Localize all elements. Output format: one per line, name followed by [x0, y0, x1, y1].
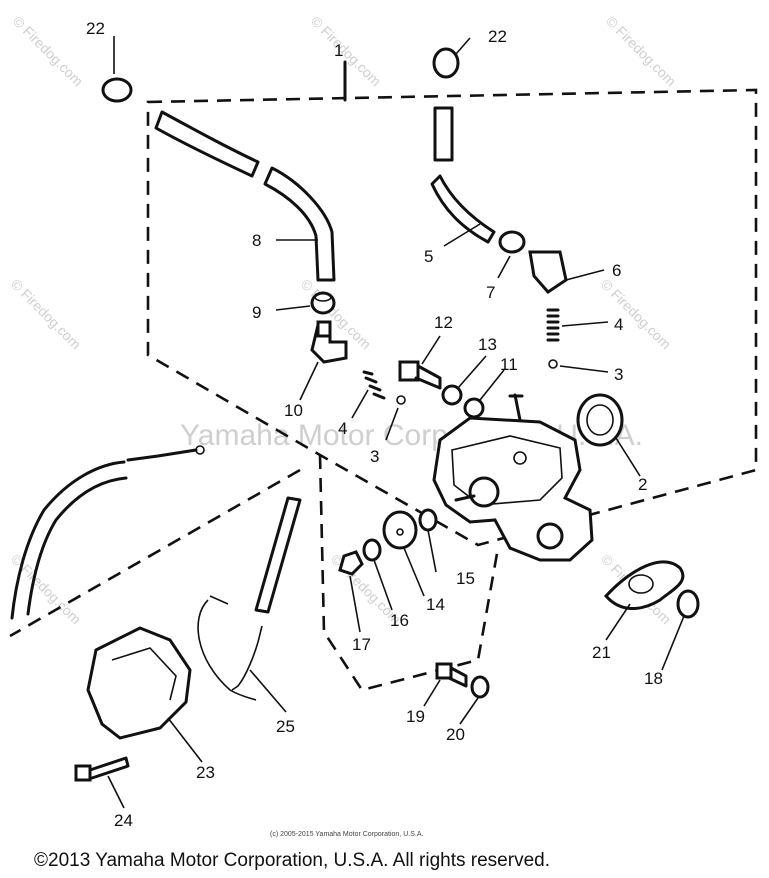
callout-21: 21	[592, 643, 611, 662]
hose-right	[430, 47, 568, 294]
callout-7: 7	[486, 283, 495, 302]
callout-5: 5	[424, 247, 433, 266]
seal-18	[676, 589, 700, 619]
callout-17: 17	[352, 635, 371, 654]
callout-8: 8	[252, 231, 261, 250]
bolt-24	[74, 756, 130, 782]
callout-22: 22	[86, 19, 105, 38]
callout-3: 3	[370, 447, 379, 466]
elbow-6	[528, 250, 568, 294]
callout-18: 18	[644, 669, 663, 688]
washer-11	[463, 397, 485, 419]
joint-9	[310, 291, 336, 315]
callout-9: 9	[252, 303, 261, 322]
watermark-text: © Firedog.com	[8, 551, 84, 627]
callout-12: 12	[434, 313, 453, 332]
assembly-outline	[9, 60, 758, 692]
callout-14: 14	[426, 595, 445, 614]
watermark-text: © Firedog.com	[8, 276, 84, 352]
copyright-notice: ©2013 Yamaha Motor Corporation, U.S.A. A…	[34, 850, 550, 871]
callout-labels: 1 2 3 3 4 4 5 6 7 8 9 10 11 12 13 14 15 …	[86, 19, 663, 830]
washer-15	[418, 508, 438, 532]
cable-left	[10, 445, 205, 620]
callout-1: 1	[334, 41, 343, 60]
disc-14	[382, 510, 418, 550]
small-copyright: (c) 2005-2015 Yamaha Motor Corporation, …	[270, 831, 423, 838]
pump-body	[432, 393, 594, 562]
hose-left	[154, 110, 336, 282]
cap-22-left	[101, 77, 133, 103]
washer-20	[470, 675, 490, 699]
callout-23: 23	[196, 763, 215, 782]
callout-10: 10	[284, 401, 303, 420]
cap-22-right	[432, 47, 460, 79]
joint-7	[498, 230, 526, 254]
callout-6: 6	[612, 261, 621, 280]
callout-4: 4	[614, 315, 623, 334]
washer-16	[362, 538, 382, 562]
springs	[362, 308, 560, 405]
callout-19: 19	[406, 707, 425, 726]
callout-16: 16	[390, 611, 409, 630]
watermark-text: © Firedog.com	[598, 276, 674, 352]
callout-25: 25	[276, 717, 295, 736]
callout-3: 3	[614, 365, 623, 384]
callout-15: 15	[456, 569, 475, 588]
callout-11: 11	[500, 355, 518, 374]
callout-13: 13	[478, 335, 497, 354]
callout-2: 2	[638, 475, 647, 494]
cable-25	[197, 496, 302, 701]
elbow-10	[310, 320, 348, 364]
washer-13	[441, 384, 463, 406]
callout-24: 24	[114, 811, 133, 830]
callout-20: 20	[446, 725, 465, 744]
callout-4: 4	[338, 419, 347, 438]
leader-lines	[107, 36, 685, 809]
gasket-21	[603, 560, 685, 611]
watermark-text: © Firedog.com	[603, 13, 679, 89]
watermark-text: © Firedog.com	[10, 13, 86, 89]
cover-23	[86, 626, 192, 740]
nut-17	[338, 550, 364, 576]
bolt-12	[398, 360, 442, 390]
callout-22: 22	[488, 27, 507, 46]
seal-2	[576, 393, 624, 447]
bolt-19	[435, 662, 468, 688]
